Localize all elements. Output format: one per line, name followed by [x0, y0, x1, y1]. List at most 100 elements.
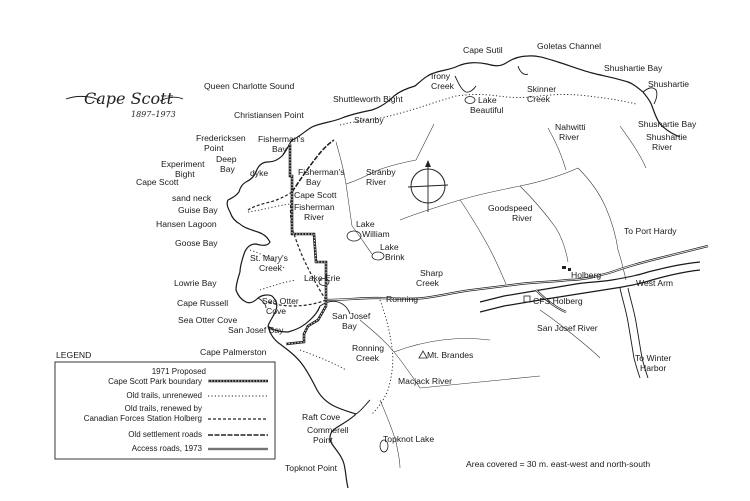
label-topknot-point: Topknot Point: [285, 463, 338, 473]
park-boundary-1971: [285, 144, 328, 346]
rivers: [318, 96, 647, 469]
label-deep-bay-2: Bay: [220, 164, 236, 174]
legend-item-renewed-trails-line2: Canadian Forces Station Holberg: [84, 414, 202, 423]
label-fishermans-bay-inner-1: Fisherman's: [298, 167, 345, 177]
label-ronning: Ronning: [386, 294, 418, 304]
label-guise-bay: Guise Bay: [178, 205, 218, 215]
label-holberg: Holberg: [571, 270, 601, 280]
label-hansen-lagoon: Hansen Lagoon: [156, 219, 217, 229]
label-sharp-creek-2: Creek: [416, 278, 440, 288]
label-lake-william-1: Lake: [356, 219, 375, 229]
label-stranby-river-2: River: [366, 177, 386, 187]
map-title: Cape Scott 1897–1973: [65, 89, 184, 119]
label-ronning-creek-1: Ronning: [352, 343, 384, 353]
label-macjack-river: Macjack River: [398, 376, 452, 386]
label-christiansen-point: Christiansen Point: [234, 110, 304, 120]
label-sharp-creek-1: Sharp: [420, 268, 443, 278]
label-lowrie-bay: Lowrie Bay: [174, 278, 217, 288]
label-shushartie-river-2: River: [652, 142, 672, 152]
label-ronning-creek-2: Creek: [356, 353, 380, 363]
label-commerell-1: Commerell: [307, 425, 349, 435]
label-area-covered: Area covered = 30 m. east-west and north…: [466, 459, 650, 469]
label-commerell-2: Point: [313, 435, 333, 445]
label-sea-otter-1: Sea Otter: [262, 296, 299, 306]
legend-item-renewed-trails: Old trails, renewed by Canadian Forces S…: [84, 404, 268, 423]
label-queen-charlotte-sound: Queen Charlotte Sound: [204, 81, 295, 91]
label-skinner-creek-1: Skinner: [527, 84, 556, 94]
label-stranby-river-1: Stranby: [366, 167, 396, 177]
old-trails-renewed: [247, 191, 327, 307]
label-fishermans-bay-2: Bay: [272, 144, 288, 154]
label-dyke: dyke: [250, 168, 268, 178]
label-fredericksen-2: Point: [204, 143, 224, 153]
label-shushartie-river-1: Shushartie: [646, 132, 687, 142]
label-lake-beautiful-2: Beautiful: [470, 105, 504, 115]
label-sea-otter-2: Cove: [266, 306, 286, 316]
holberg-inlet: [479, 261, 701, 379]
legend-item-boundary-line1: 1971 Proposed: [152, 367, 206, 376]
label-cape-palmerston: Cape Palmerston: [200, 347, 267, 357]
label-fishermans-bay-inner-2: Bay: [306, 177, 322, 187]
label-nahwitti-1: Nahwitti: [555, 122, 586, 132]
label-san-josef-2: Bay: [342, 321, 358, 331]
label-fisherman-river-1: Fisherman: [294, 202, 335, 212]
label-goodspeed-2: River: [512, 213, 532, 223]
label-skinner-creek-2: Creek: [527, 94, 551, 104]
label-stranby: Stranby: [354, 115, 384, 125]
label-irony-creek-1: Irony: [431, 71, 451, 81]
label-mt-brandes: Mt. Brandes: [427, 350, 473, 360]
label-lake-william-2: William: [362, 229, 390, 239]
legend-item-old-trails: Old trails, unrenewed: [126, 391, 268, 400]
label-goose-bay: Goose Bay: [175, 238, 218, 248]
legend-box: [54, 361, 276, 460]
label-to-winter-2: Harbor: [640, 363, 666, 373]
legend-item-settlement-roads-line1: Old settlement roads: [128, 430, 202, 439]
label-fisherman-river-2: River: [304, 212, 324, 222]
legend-item-settlement-roads: Old settlement roads: [128, 430, 268, 439]
legend-item-access-roads-line1: Access roads, 1973: [132, 444, 203, 453]
label-shushartie-bay-2: Shushartie Bay: [638, 119, 697, 129]
label-lake-beautiful-1: Lake: [478, 95, 497, 105]
label-to-winter-1: To Winter: [635, 353, 671, 363]
coastline: [226, 55, 681, 489]
mountain-icon: [418, 350, 428, 359]
place-labels: Queen Charlotte Sound Cape Sutil Goletas…: [136, 41, 697, 473]
label-sand-neck: sand neck: [172, 193, 212, 203]
label-st-marys-2: Creek: [259, 263, 283, 273]
label-goletas-channel: Goletas Channel: [537, 41, 601, 51]
legend-item-renewed-trails-line1: Old trails, renewed by: [125, 404, 202, 413]
label-irony-creek-2: Creek: [431, 81, 455, 91]
cfs-holberg-marker: [523, 295, 531, 303]
label-deep-bay-1: Deep: [216, 154, 237, 164]
label-san-josef-1: San Josef: [332, 311, 371, 321]
legend: LEGEND 1971 Proposed Cape Scott Park bou…: [54, 350, 276, 460]
label-topknot-lake: Topknot Lake: [383, 434, 434, 444]
label-nahwitti-2: River: [559, 132, 579, 142]
label-cfs-holberg: CFS Holberg: [533, 296, 583, 306]
legend-item-old-trails-line1: Old trails, unrenewed: [126, 391, 202, 400]
label-san-josef-bay: San Josef Bay: [228, 325, 284, 335]
access-roads: [325, 244, 709, 314]
label-shuttleworth-bight: Shuttleworth Bight: [333, 94, 403, 104]
label-cape-scott: Cape Scott: [136, 177, 179, 187]
label-cape-sutil: Cape Sutil: [463, 45, 503, 55]
label-fishermans-bay-1: Fisherman's: [258, 134, 305, 144]
label-sea-otter-cove: Sea Otter Cove: [178, 315, 237, 325]
label-lake-brink-2: Brink: [385, 252, 405, 262]
old-trails-unrenewed: [247, 94, 637, 415]
label-goodspeed-1: Goodspeed: [488, 203, 533, 213]
old-settlement-roads: [291, 139, 335, 193]
map-title-years: 1897–1973: [131, 110, 176, 119]
legend-item-access-roads: Access roads, 1973: [132, 444, 268, 453]
label-experiment-1: Experiment: [161, 159, 205, 169]
label-st-marys-1: St. Mary's: [250, 253, 288, 263]
legend-item-boundary-line2: Cape Scott Park boundary: [108, 377, 202, 386]
label-lake-erie: Lake Erie: [304, 273, 341, 283]
compass-rose-icon: [407, 160, 449, 212]
label-experiment-2: Bight: [175, 169, 195, 179]
label-to-port-hardy: To Port Hardy: [624, 226, 677, 236]
label-west-arm: West Arm: [636, 278, 673, 288]
label-raft-cove: Raft Cove: [302, 412, 340, 422]
label-shushartie: Shushartie: [648, 79, 689, 89]
